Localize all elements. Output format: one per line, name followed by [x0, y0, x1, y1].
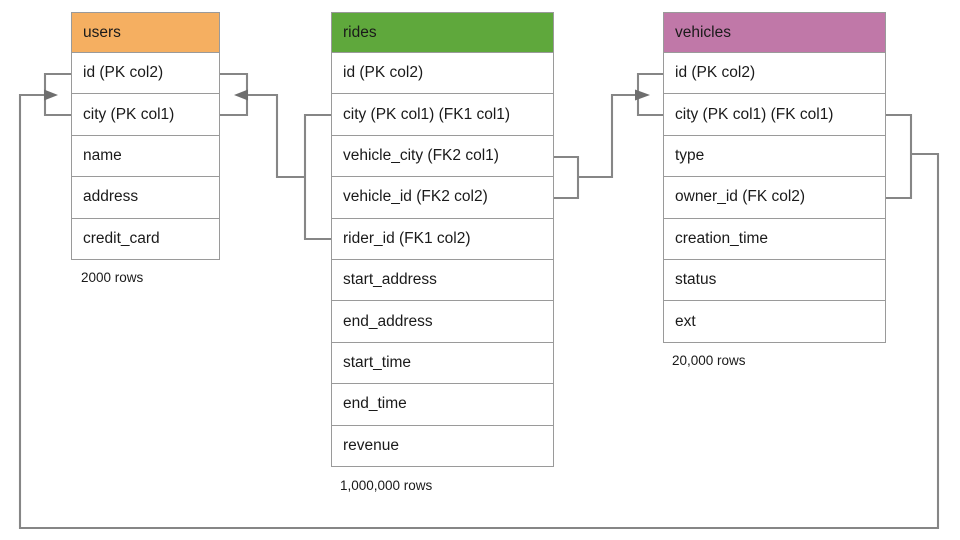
column-label: status	[675, 271, 717, 289]
column-label: city (PK col1) (FK1 col1)	[343, 105, 511, 123]
column-label: creation_time	[675, 229, 769, 247]
column-label: owner_id (FK col2)	[675, 188, 806, 206]
table-vehicles[interactable]: vehicles id (PK col2) city (PK col1) (FK…	[663, 12, 886, 343]
table-rides-column-id[interactable]: id (PK col2)	[331, 53, 554, 95]
table-rides-column-start-address[interactable]: start_address	[331, 259, 554, 302]
table-users-column-credit-card[interactable]: credit_card	[71, 218, 220, 260]
arrowhead-into-users-right	[234, 89, 248, 101]
table-rides-column-vehicle-id[interactable]: vehicle_id (FK2 col2)	[331, 177, 554, 219]
column-label: credit_card	[83, 229, 160, 247]
arrowhead-into-users-left	[44, 89, 58, 101]
table-rides-column-city[interactable]: city (PK col1) (FK1 col1)	[331, 94, 554, 136]
table-vehicles-title: vehicles	[675, 23, 731, 41]
column-label: end_time	[343, 395, 407, 413]
table-users-header: users	[71, 12, 220, 53]
connector-rides-rider-to-users	[220, 72, 331, 241]
column-label: id (PK col2)	[83, 64, 164, 82]
table-vehicles-column-owner-id[interactable]: owner_id (FK col2)	[663, 177, 886, 219]
table-rides-column-rider-id[interactable]: rider_id (FK1 col2)	[331, 218, 554, 260]
table-users[interactable]: users id (PK col2) city (PK col1) name a…	[71, 12, 220, 260]
table-users-row-count: 2000 rows	[81, 270, 144, 285]
table-rides-column-start-time[interactable]: start_time	[331, 342, 554, 385]
table-rides-column-end-address[interactable]: end_address	[331, 301, 554, 343]
column-label: rider_id (FK1 col2)	[343, 229, 471, 247]
table-rides-column-vehicle-city[interactable]: vehicle_city (FK2 col1)	[331, 135, 554, 178]
table-vehicles-column-city[interactable]: city (PK col1) (FK col1)	[663, 94, 886, 136]
column-label: vehicle_id (FK2 col2)	[343, 188, 488, 206]
column-label: start_time	[343, 353, 412, 371]
table-rides-title: rides	[343, 23, 377, 41]
column-label: id (PK col2)	[343, 64, 424, 82]
column-label: name	[83, 146, 122, 164]
table-users-column-name[interactable]: name	[71, 135, 220, 178]
table-users-title: users	[83, 23, 121, 41]
column-label: vehicle_city (FK2 col1)	[343, 146, 499, 164]
arrowhead-into-vehicles	[635, 89, 650, 101]
table-vehicles-column-type[interactable]: type	[663, 135, 886, 178]
table-users-column-id[interactable]: id (PK col2)	[71, 53, 220, 95]
table-rides-column-revenue[interactable]: revenue	[331, 425, 554, 467]
connector-rides-vehicle-to-vehicles	[554, 72, 663, 200]
column-label: city (PK col1) (FK col1)	[675, 105, 834, 123]
column-label: id (PK col2)	[675, 64, 756, 82]
table-rides-header: rides	[331, 12, 554, 53]
column-label: end_address	[343, 312, 433, 330]
column-label: city (PK col1)	[83, 105, 175, 123]
column-label: address	[83, 188, 139, 206]
column-label: ext	[675, 312, 696, 330]
connector-users-left-bracket	[43, 72, 71, 117]
table-rides[interactable]: rides id (PK col2) city (PK col1) (FK1 c…	[331, 12, 554, 467]
column-label: revenue	[343, 436, 400, 454]
table-vehicles-column-id[interactable]: id (PK col2)	[663, 53, 886, 95]
column-label: type	[675, 146, 705, 164]
table-vehicles-column-ext[interactable]: ext	[663, 301, 886, 343]
table-vehicles-column-status[interactable]: status	[663, 259, 886, 302]
table-users-column-city[interactable]: city (PK col1)	[71, 94, 220, 136]
table-vehicles-row-count: 20,000 rows	[672, 353, 746, 368]
table-rides-column-end-time[interactable]: end_time	[331, 384, 554, 426]
table-users-column-address[interactable]: address	[71, 177, 220, 219]
table-rides-row-count: 1,000,000 rows	[340, 478, 433, 493]
table-vehicles-column-creation-time[interactable]: creation_time	[663, 218, 886, 260]
column-label: start_address	[343, 271, 437, 289]
table-vehicles-header: vehicles	[663, 12, 886, 53]
